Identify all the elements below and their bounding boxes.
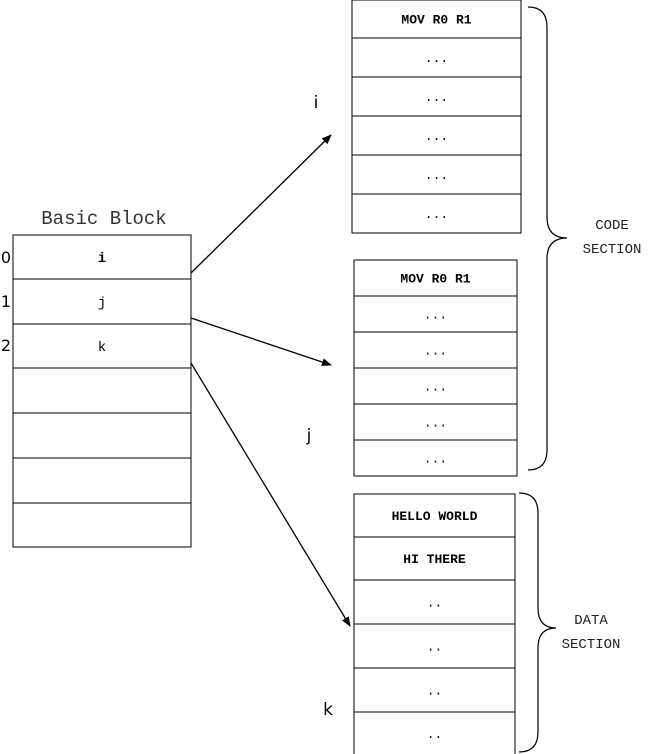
basic-block-cell-text: i: [98, 251, 106, 267]
data-row-text: HI THERE: [403, 552, 466, 567]
code-row-text: MOV R0 R1: [401, 13, 471, 28]
data-block-k-label: k: [323, 700, 333, 720]
basic-block: Basic Block i j k 0 1 2: [1, 208, 192, 548]
code-row: ...: [353, 295, 518, 333]
code-row-text: ...: [425, 51, 448, 66]
code-row: ...: [353, 403, 518, 441]
code-row: ...: [351, 37, 522, 78]
code-row: ...: [353, 331, 518, 369]
code-row: MOV R0 R1: [353, 259, 518, 297]
code-row-text: ...: [424, 380, 447, 395]
code-row-text: ...: [425, 168, 448, 183]
code-row: MOV R0 R1: [351, 0, 522, 39]
basic-block-title: Basic Block: [41, 208, 166, 230]
data-section-brace: [518, 492, 557, 753]
basic-block-index: 0: [1, 248, 11, 267]
code-row-text: ...: [424, 452, 447, 467]
basic-block-cell: [12, 502, 192, 548]
code-row-text: ...: [424, 344, 447, 359]
code-row: ...: [353, 439, 518, 477]
basic-block-cell: k: [12, 323, 192, 369]
code-row-text: ...: [424, 308, 447, 323]
data-row: HI THERE: [353, 536, 516, 581]
code-row: ...: [351, 193, 522, 234]
data-row: HELLO WORLD: [353, 493, 516, 538]
basic-block-cell: [12, 457, 192, 504]
code-row-text: ...: [425, 207, 448, 222]
code-block-i-label: i: [314, 93, 319, 113]
arrow-k: [190, 362, 351, 627]
code-section-label-line2: SECTION: [583, 242, 642, 258]
data-row-text: ..: [427, 596, 443, 611]
code-row-text: MOV R0 R1: [400, 272, 470, 287]
data-row: ..: [353, 623, 516, 669]
data-block-k: k HELLO WORLD HI THERE........: [323, 493, 516, 754]
basic-block-cell: [12, 367, 192, 414]
data-row-text: ..: [427, 727, 443, 742]
data-row-text: ..: [427, 684, 443, 699]
code-section-brace: [527, 6, 568, 471]
code-row: ...: [351, 154, 522, 195]
basic-block-cell: i: [12, 234, 192, 280]
basic-block-index: 1: [1, 292, 11, 311]
basic-block-cell-text: j: [98, 296, 106, 312]
code-block-i: i MOV R0 R1...............: [314, 0, 522, 234]
code-row: ...: [351, 115, 522, 156]
basic-block-index: 2: [1, 336, 11, 355]
basic-block-cell: j: [12, 278, 192, 325]
code-row: ...: [353, 367, 518, 405]
basic-block-cell: [12, 412, 192, 459]
code-block-j: j MOV R0 R1...............: [306, 259, 518, 477]
code-row: ...: [351, 76, 522, 117]
data-row: ..: [353, 711, 516, 754]
data-row-text: ..: [427, 640, 443, 655]
data-row-text: HELLO WORLD: [392, 509, 478, 524]
code-row-text: ...: [425, 90, 448, 105]
code-row-text: ...: [424, 416, 447, 431]
code-row-text: ...: [425, 129, 448, 144]
data-row: ..: [353, 579, 516, 625]
data-row: ..: [353, 667, 516, 713]
code-block-j-label: j: [306, 426, 312, 446]
arrow-j: [190, 317, 332, 366]
basic-block-cell-text: k: [98, 340, 106, 356]
data-section-label-line1: DATA: [574, 613, 608, 629]
data-section-label-line2: SECTION: [562, 637, 621, 653]
arrow-i: [190, 134, 332, 274]
code-section-label-line1: CODE: [595, 218, 629, 234]
